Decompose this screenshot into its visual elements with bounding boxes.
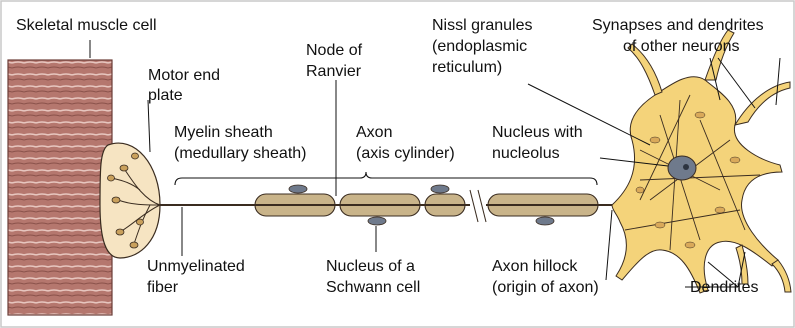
label-nissl-3: reticulum) xyxy=(432,59,502,76)
label-unmyelinated-1: Unmyelinated xyxy=(147,258,245,275)
label-myelin-sheath-1: Myelin sheath xyxy=(174,124,273,141)
nucleolus xyxy=(683,164,689,170)
neuron-nucleus xyxy=(668,156,696,180)
label-synapses-2: of other neurons xyxy=(623,38,740,55)
label-unmyelinated-2: fiber xyxy=(147,279,179,296)
label-node-of-ranvier-1: Node of xyxy=(306,42,363,59)
label-myelin-sheath-2: (medullary sheath) xyxy=(174,145,307,162)
label-axon-hillock-1: Axon hillock xyxy=(492,258,578,275)
label-schwann-2: Schwann cell xyxy=(326,279,420,296)
label-skeletal-muscle-cell: Skeletal muscle cell xyxy=(16,17,157,34)
label-axon-1: Axon xyxy=(356,124,392,141)
label-axon-2: (axis cylinder) xyxy=(356,145,455,162)
skeletal-muscle-cell xyxy=(8,40,112,315)
label-axon-hillock-2: (origin of axon) xyxy=(492,279,599,296)
label-motor-end-plate-1: Motor end xyxy=(148,67,220,84)
label-dendrites: Dendrites xyxy=(690,279,758,296)
label-nucleus-with-2: nucleolus xyxy=(492,145,560,162)
label-nucleus-with-1: Nucleus with xyxy=(492,124,583,141)
label-synapses-1: Synapses and dendrites xyxy=(592,17,764,34)
label-nissl-2: (endoplasmic xyxy=(432,38,527,55)
label-node-of-ranvier-2: Ranvier xyxy=(306,63,362,80)
label-schwann-1: Nucleus of a xyxy=(326,258,415,275)
label-nissl-1: Nissl granules xyxy=(432,17,532,34)
label-motor-end-plate-2: plate xyxy=(148,87,183,104)
